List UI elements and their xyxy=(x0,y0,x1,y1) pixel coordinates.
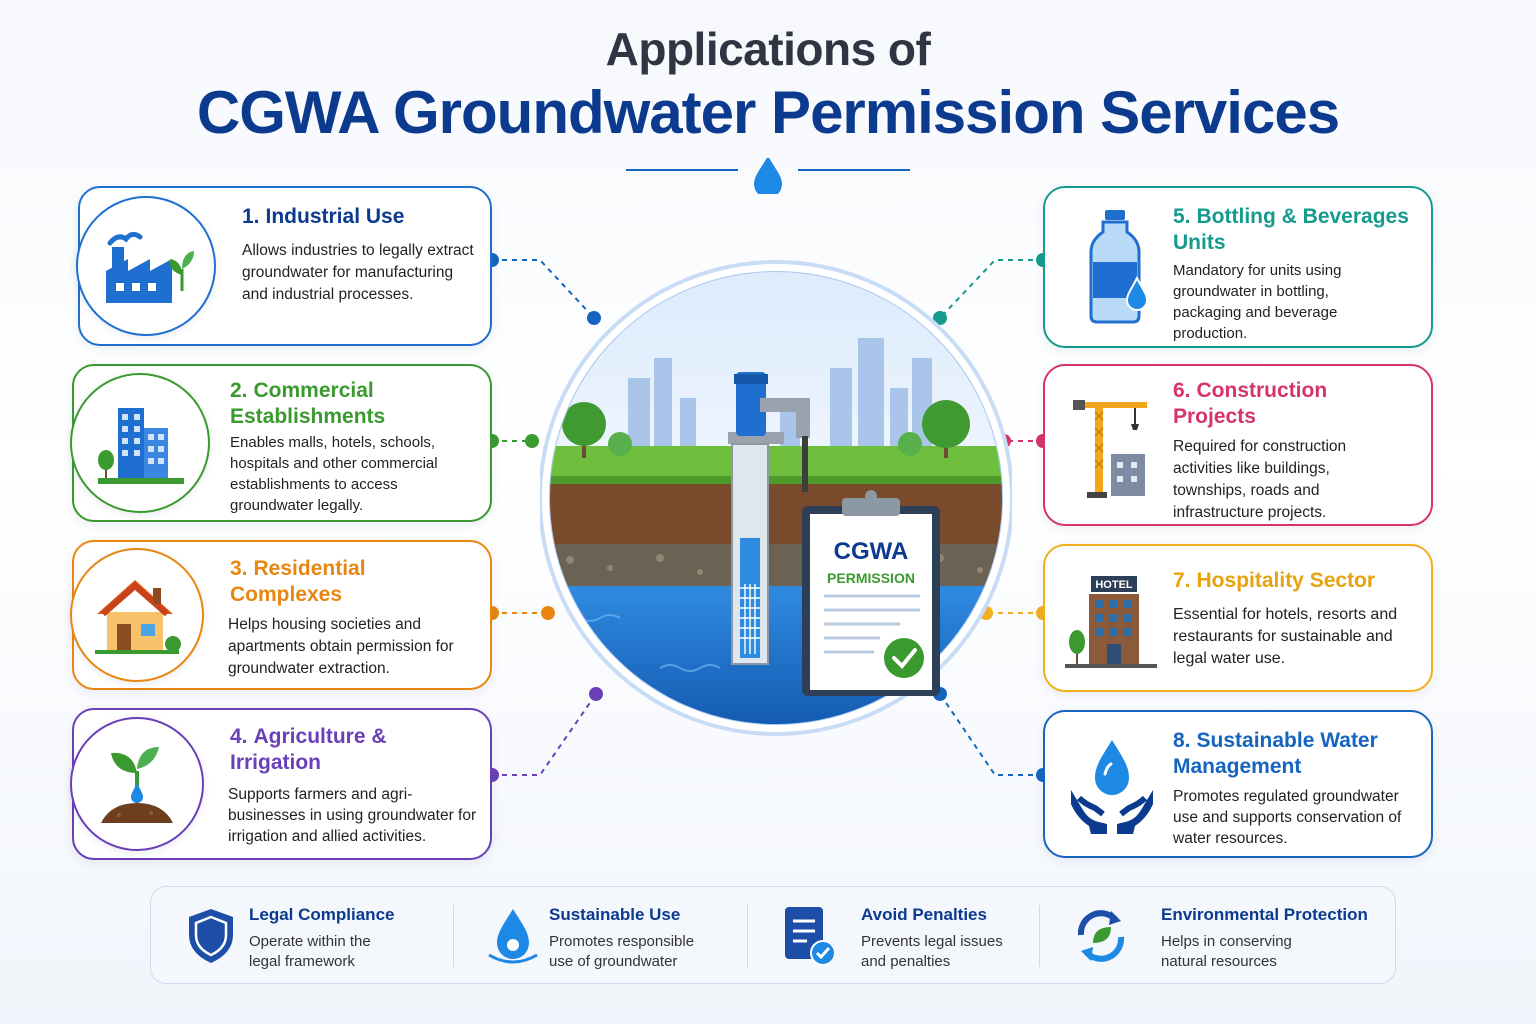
card-title: 8.Sustainable Water Management xyxy=(1173,729,1378,778)
clipboard-subtitle: PERMISSION xyxy=(827,570,915,586)
benefit-description: Promotes responsible use of groundwater xyxy=(549,933,695,970)
benefit-description: Operate within the legal framework xyxy=(249,933,371,970)
title-divider xyxy=(626,158,910,194)
card-title: 4.Agriculture & Irrigation xyxy=(230,725,387,774)
card-description: Supports farmers and agri-businesses in … xyxy=(228,786,477,845)
card-icon-circle xyxy=(70,548,204,682)
borewell-pump xyxy=(728,372,810,665)
water-drop-icon xyxy=(488,909,538,964)
title-line-1: Applications of xyxy=(605,23,931,75)
house-icon xyxy=(95,580,181,654)
hotel-icon: HOTEL xyxy=(1065,576,1157,668)
card-sustainable-water-management: 8.Sustainable Water Management Promotes … xyxy=(1043,710,1433,858)
card-description: Promotes regulated groundwater use and s… xyxy=(1173,788,1402,847)
benefit-title: Avoid Penalties xyxy=(861,905,987,924)
card-description: Required for construction activities lik… xyxy=(1173,438,1347,521)
card-description: Mandatory for units using groundwater in… xyxy=(1173,262,1342,342)
benefit-divider xyxy=(747,905,748,967)
benefit-title: Sustainable Use xyxy=(549,905,681,924)
page-title: CGWA Groundwater Permission Services xyxy=(196,79,1340,146)
benefits-bar: Legal Compliance Operate within the lega… xyxy=(150,886,1396,984)
benefit-avoid-penalties: Avoid Penalties Prevents legal issues an… xyxy=(767,887,1047,985)
groundwater-scene xyxy=(538,260,1014,736)
sprout-icon xyxy=(101,747,173,823)
benefit-divider xyxy=(453,905,454,967)
card-construction-projects: 6.Construction Projects Required for con… xyxy=(1043,364,1433,526)
water-hands-icon xyxy=(1071,740,1153,834)
card-description: Allows industries to legally extract gro… xyxy=(242,242,474,303)
card-description: Helps housing societies and apartments o… xyxy=(228,616,454,677)
card-title: 5.Bottling & Beverages Units xyxy=(1173,205,1409,254)
card-commercial-establishments: 2.Commercial Establishments Enables mall… xyxy=(70,364,492,522)
card-icon-circle xyxy=(76,196,216,336)
buildings-icon xyxy=(98,408,184,484)
benefit-description: Prevents legal issues and penalties xyxy=(861,933,1003,970)
card-title: 2.Commercial Establishments xyxy=(230,379,386,428)
center-illustration: CGWA PERMISSION xyxy=(538,248,1014,748)
document-check-icon xyxy=(785,907,836,966)
factory-icon xyxy=(106,231,194,303)
benefit-sustainable-use: Sustainable Use Promotes responsible use… xyxy=(471,887,751,985)
clipboard-title: CGWA xyxy=(833,538,909,565)
card-title: 1.Industrial Use xyxy=(242,205,405,228)
card-icon-circle xyxy=(70,717,204,851)
droplet-icon xyxy=(754,158,782,194)
card-residential-complexes: 3.Residential Complexes Helps housing so… xyxy=(70,540,492,690)
benefit-environmental-protection: Environmental Protection Helps in conser… xyxy=(1061,887,1381,985)
benefit-description: Helps in conserving natural resources xyxy=(1161,933,1292,970)
card-description: Enables malls, hotels, schools, hospital… xyxy=(230,434,438,514)
shield-icon xyxy=(189,909,233,963)
hotel-sign-text: HOTEL xyxy=(1095,579,1133,591)
card-description: Essential for hotels, resorts and restau… xyxy=(1173,606,1398,667)
benefit-legal-compliance: Legal Compliance Operate within the lega… xyxy=(171,887,451,985)
benefit-divider xyxy=(1039,905,1040,967)
card-title: 6.Construction Projects xyxy=(1173,379,1328,428)
crane-icon xyxy=(1073,400,1147,498)
card-industrial-use: 1.Industrial Use Allows industries to le… xyxy=(76,186,492,346)
card-icon-circle xyxy=(70,373,210,513)
recycle-leaf-icon xyxy=(1077,910,1125,962)
card-title: 3.Residential Complexes xyxy=(230,557,366,606)
clipboard-icon xyxy=(802,490,940,696)
card-agriculture-irrigation: 4.Agriculture & Irrigation Supports farm… xyxy=(70,708,492,860)
card-hospitality-sector: HOTEL 7.Hospitality Sector Essential for… xyxy=(1043,544,1433,692)
bottle-icon xyxy=(1089,210,1149,324)
card-title: 7.Hospitality Sector xyxy=(1173,569,1376,592)
benefit-title: Environmental Protection xyxy=(1161,905,1368,924)
card-bottling-beverages: 5.Bottling & Beverages Units Mandatory f… xyxy=(1043,186,1433,348)
benefit-title: Legal Compliance xyxy=(249,905,395,924)
